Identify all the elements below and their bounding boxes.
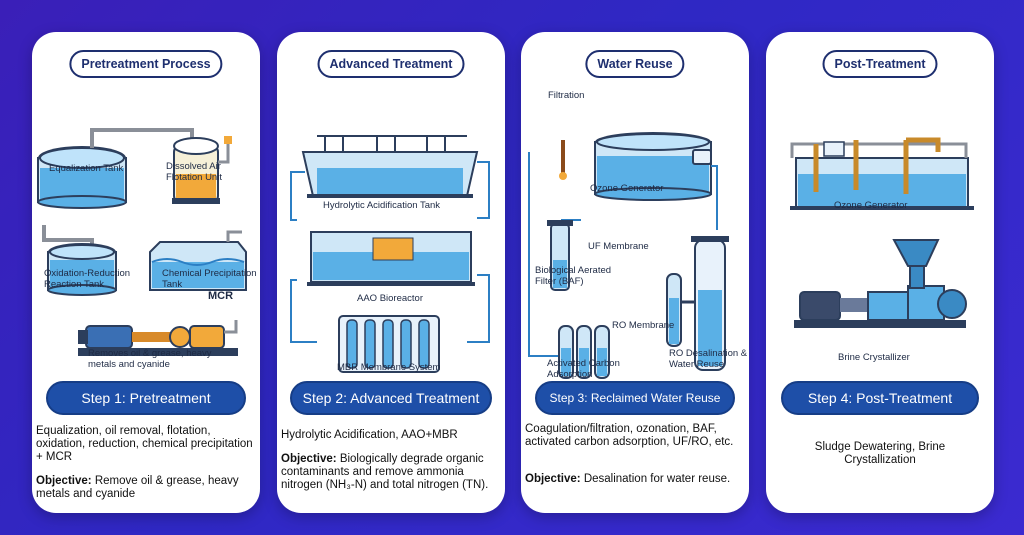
ozone-tank-icon — [594, 132, 718, 230]
card-title: Water Reuse — [585, 50, 685, 78]
baf-label: Biological Aerated Filter (BAF) — [535, 265, 612, 287]
step-1-objective: Objective: Remove oil & grease, heavy me… — [36, 475, 239, 500]
step-2-objective: Objective: Biologically degrade organic … — [281, 453, 489, 491]
post-treatment-card: Post-Treatment Ozone Generator Brine Cry… — [766, 32, 994, 513]
aao-bioreactor-icon — [307, 231, 475, 286]
mbr-system-label: MBR Membrane System — [337, 362, 441, 373]
daf-unit-label: Dissolved Air Flotation Unit — [166, 161, 222, 183]
card-title: Post-Treatment — [822, 50, 938, 78]
uf-membrane-label: UF Membrane — [588, 241, 649, 252]
ro-membrane-label: RO Membrane — [612, 320, 675, 331]
ro-desalination-label: RO Desalination & Water Reuse — [669, 348, 748, 370]
daf-unit-icon — [172, 136, 232, 204]
hydrolytic-tank-icon — [301, 135, 479, 198]
brine-crystallizer-icon — [794, 239, 967, 328]
advanced-treatment-illustration — [290, 135, 490, 373]
chemical-precipitation-label: Chemical Precipitation Tank — [162, 268, 257, 290]
aao-bioreactor-label: AAO Bioreactor — [357, 293, 423, 304]
ozone-tank-icon — [790, 137, 974, 210]
activated-carbon-icon — [558, 325, 610, 379]
water-reuse-illustration — [528, 132, 729, 379]
card-title: Pretreatment Process — [69, 50, 223, 78]
step-2-description: Hydrolytic Acidification, AAO+MBR — [281, 429, 458, 441]
water-reuse-card: Water Reuse — [521, 32, 749, 513]
activated-carbon-label: Activated Carbon Adsorption — [547, 358, 620, 380]
step-4-button[interactable]: Step 4: Post-Treatment — [781, 381, 979, 415]
equalization-tank-label: Equalization Tank — [49, 163, 124, 174]
step-1-button[interactable]: Step 1: Pretreatment — [46, 381, 246, 415]
chemical-precipitation-tank-icon — [149, 230, 247, 291]
step-2-button[interactable]: Step 2: Advanced Treatment — [290, 381, 492, 415]
step-1-description: Equalization, oil removal, flotation, ox… — [36, 425, 253, 463]
ro-column-icon — [666, 236, 729, 371]
filtration-label: Filtration — [548, 90, 585, 101]
mcr-label: MCR — [208, 290, 234, 302]
step-3-description: Coagulation/filtration, ozonation, BAF, … — [525, 423, 734, 448]
advanced-treatment-card: Advanced Treatment Hyd — [277, 32, 505, 513]
oxidation-reduction-tank-icon — [42, 225, 117, 296]
filtration-icon — [559, 140, 567, 180]
oxidation-reduction-label: Oxidation-Reduction Reaction Tank — [44, 268, 131, 290]
ozone-generator-label: Ozone Generator — [834, 200, 908, 211]
post-treatment-illustration — [790, 137, 974, 328]
removes-label: Removes oil & grease, heavy metals and c… — [88, 348, 212, 370]
step-4-description: Sludge Dewatering, Brine Crystallization — [814, 441, 946, 466]
brine-crystallizer-label: Brine Crystallizer — [838, 352, 910, 363]
uf-membrane-icon — [547, 220, 573, 291]
step-3-objective: Objective: Desalination for water reuse. — [525, 473, 731, 485]
hydrolytic-tank-label: Hydrolytic Acidification Tank — [323, 200, 441, 211]
step-3-button[interactable]: Step 3: Reclaimed Water Reuse — [535, 381, 735, 415]
mcr-pump-icon — [78, 320, 238, 356]
ozone-generator-label: Ozone Generator — [590, 183, 664, 194]
card-title: Advanced Treatment — [317, 50, 465, 78]
equalization-tank-icon — [37, 128, 194, 209]
pretreatment-card: Pretreatment Process — [32, 32, 260, 513]
pretreatment-illustration — [37, 128, 247, 356]
mbr-membrane-icon — [338, 315, 440, 373]
